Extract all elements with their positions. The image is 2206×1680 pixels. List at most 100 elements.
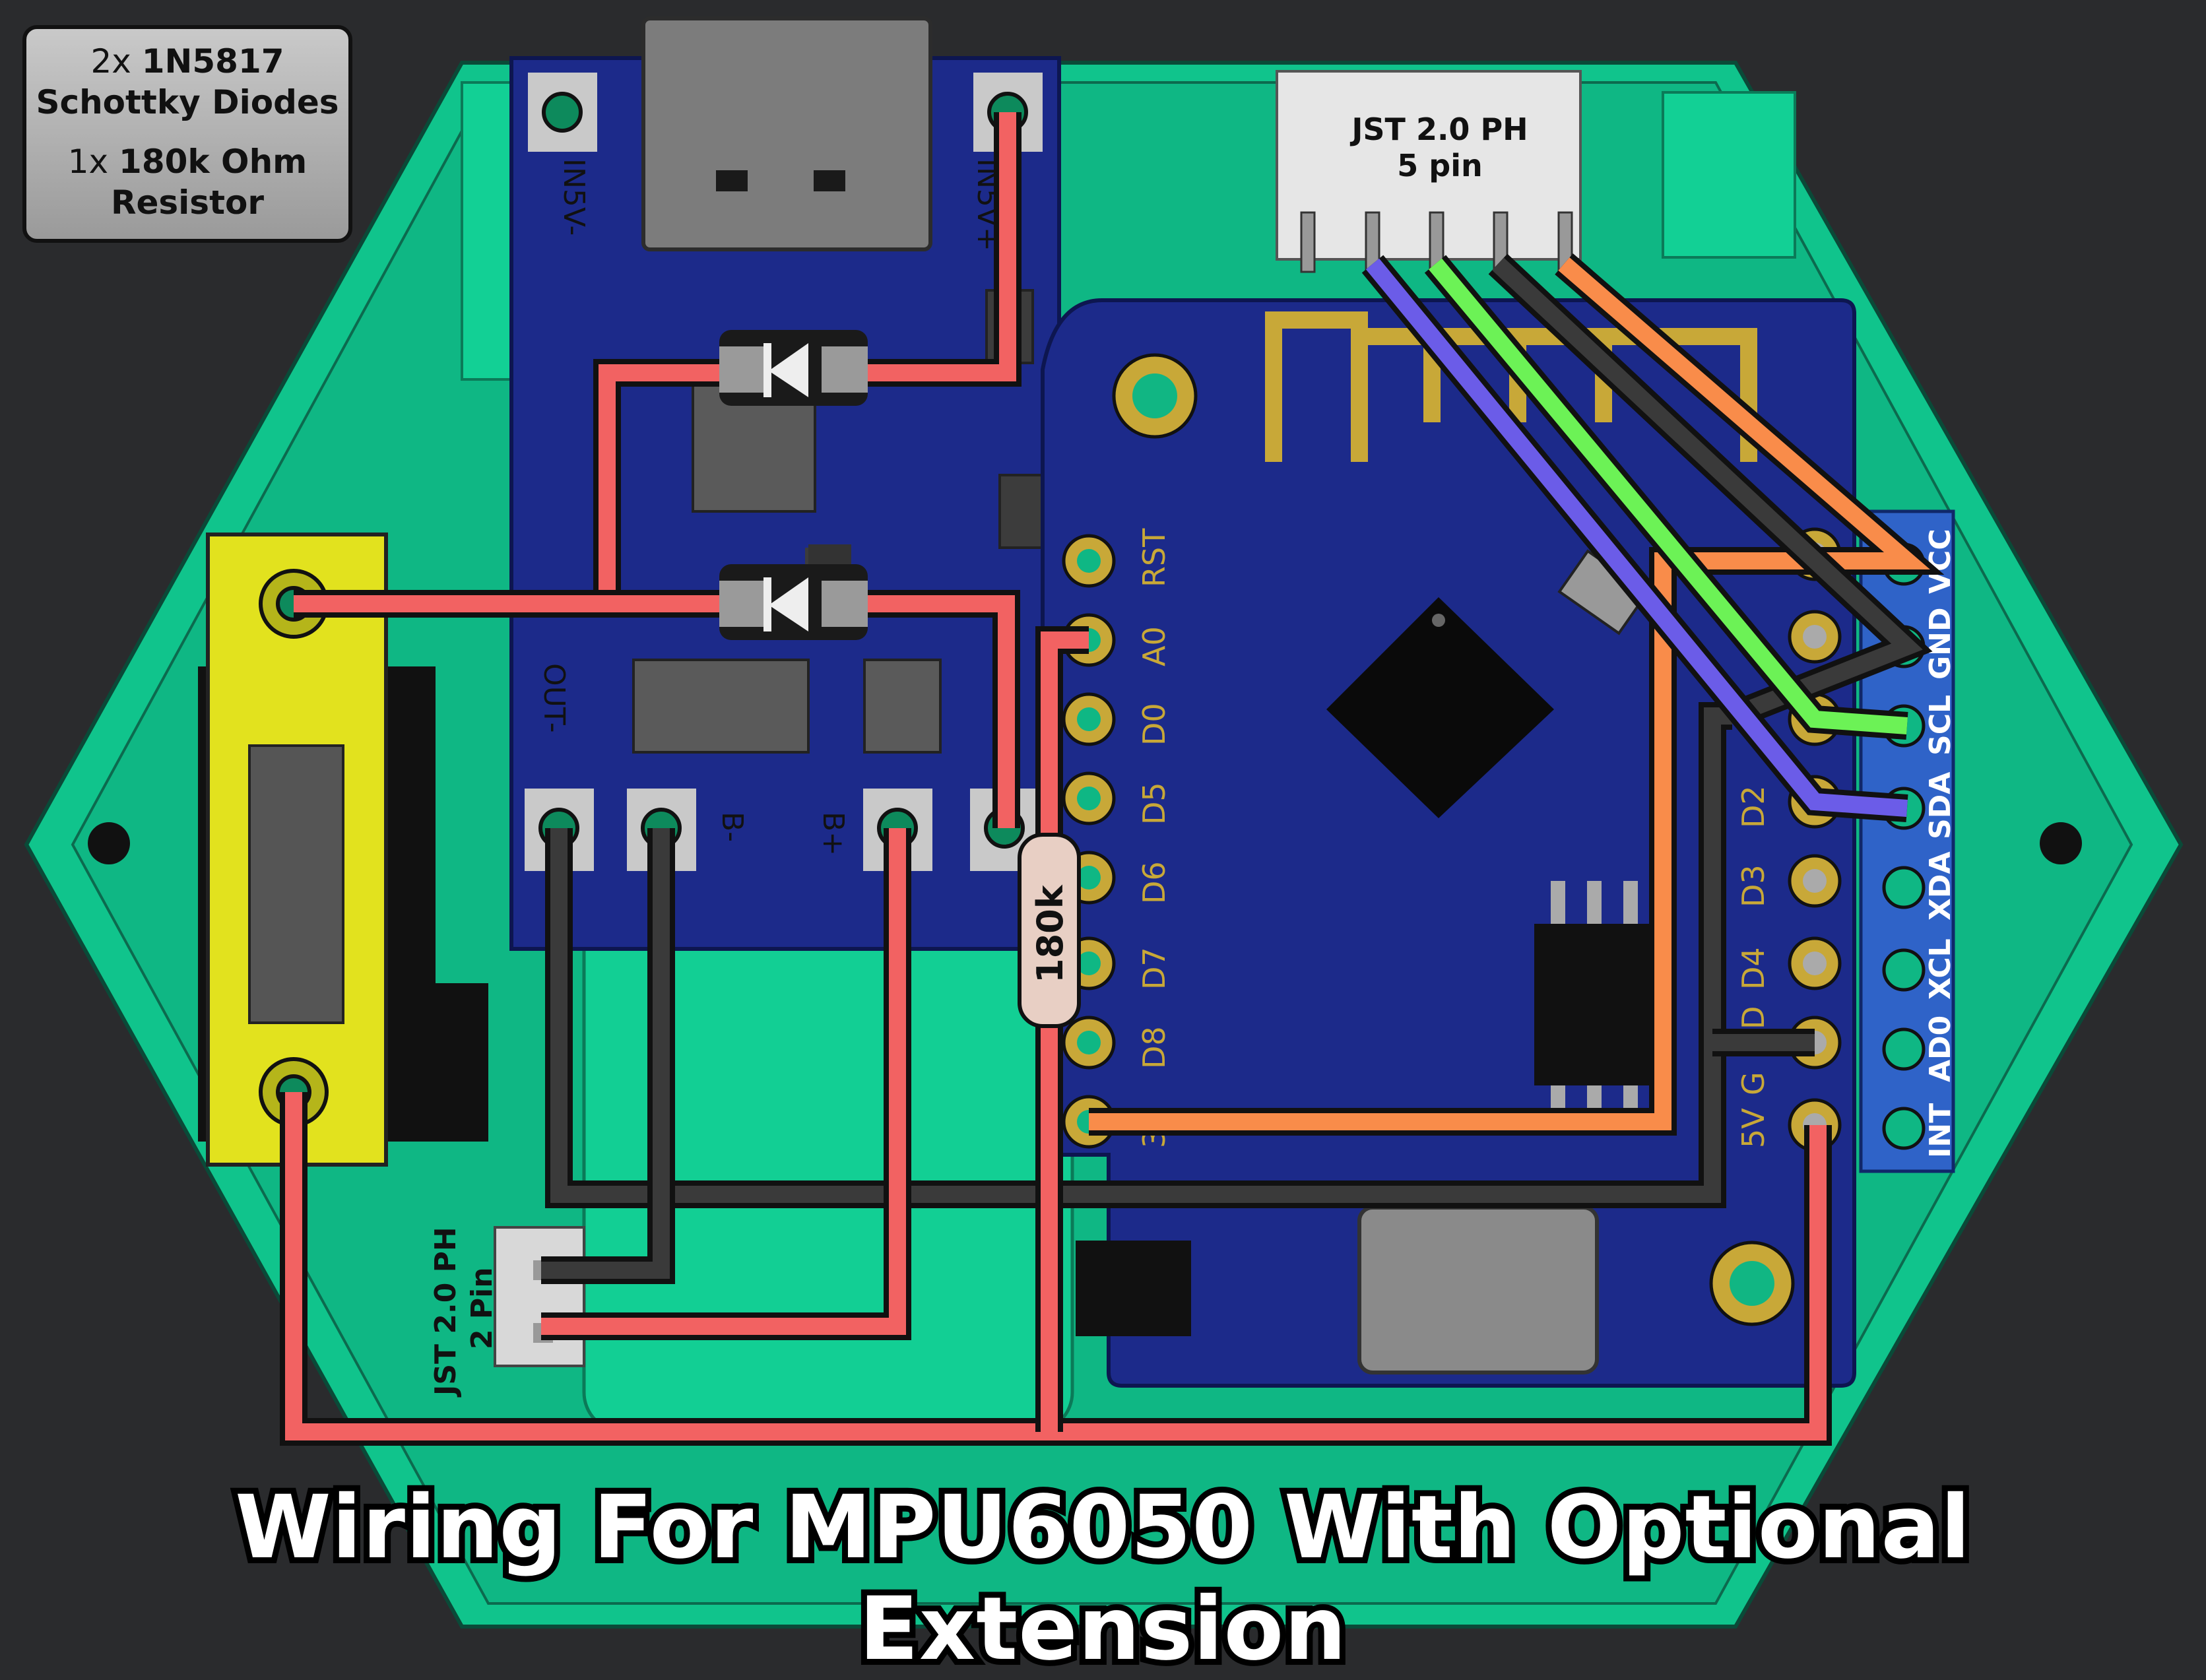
mount-hole-right	[2040, 822, 2082, 864]
red-wires	[280, 112, 1832, 1446]
parts-note: 2x 1N5817 Schottky Diodes 1x 180k Ohm Re…	[22, 25, 352, 243]
wire-red-a0-core	[1041, 631, 1089, 1432]
diode-1	[719, 330, 868, 406]
purple-wires	[1361, 255, 1908, 822]
diode-1-bar	[763, 343, 771, 397]
d1-mount-top-hole	[1132, 373, 1177, 418]
right-pin-label-3: D4	[1736, 947, 1771, 990]
esp-chip-dot	[1432, 614, 1445, 627]
jst5-label-2: 5 pin	[1397, 148, 1482, 183]
mpu-label-gnd: GND	[1924, 608, 1957, 680]
left-pin-label-7: D8	[1136, 1026, 1172, 1069]
right-pad-2-hole	[1803, 625, 1827, 649]
resistor-body	[1018, 833, 1081, 1028]
wire-red-d1-to-d2-core	[599, 364, 729, 604]
mount-hole-left	[88, 822, 130, 864]
resistor-label: 180k	[1029, 884, 1071, 983]
right-pad-6-hole	[1803, 952, 1827, 975]
wire-black-b-minus-core	[541, 828, 670, 1279]
left-pin-label-1: RST	[1136, 528, 1172, 587]
esp-chip	[1326, 597, 1554, 818]
wire-red-b-plus-core	[541, 828, 906, 1335]
mpu-pad-ad0	[1882, 1027, 1926, 1071]
charger-chip-2	[632, 659, 810, 754]
left-pin-label-5: D6	[1136, 861, 1172, 904]
wire-black-out-minus-core	[550, 707, 1732, 1203]
right-pin-label-2: D3	[1736, 864, 1771, 907]
wire-red-in-plus-core	[858, 112, 1016, 381]
diode-2-triangle	[769, 577, 808, 631]
mpu-pad-int	[1882, 1107, 1926, 1150]
left-pad-1-hole	[1077, 549, 1101, 573]
diode-1-lead-left	[719, 346, 765, 393]
note-diode-type: Schottky Diodes	[36, 83, 339, 121]
left-pad-7-hole	[1077, 1031, 1101, 1054]
wire-orange-3v3-core	[1089, 257, 1930, 1130]
right-pin-label-6: 5V	[1736, 1108, 1771, 1148]
wire-purple-sda-core	[1365, 258, 1908, 817]
switch-actuator	[248, 744, 344, 1024]
wire-red-d2-out-core	[858, 595, 1015, 828]
jst5-pin-1	[1300, 211, 1316, 273]
flash-pin-2	[1587, 881, 1602, 924]
left-pin-label-6: D7	[1136, 947, 1172, 990]
pad-in-minus-hole	[542, 92, 583, 133]
right-pin-label-1: D2	[1736, 785, 1771, 828]
charger-chip-5	[998, 474, 1047, 549]
pocket-top-left	[461, 81, 516, 381]
left-pin-label-2: A0	[1136, 626, 1172, 666]
label-b-minus: B-	[715, 812, 749, 842]
jst2-label-2: 2 Pin	[465, 1267, 499, 1349]
mpu-label-xda: XDA	[1924, 852, 1957, 921]
d1-mount-bottom-hole	[1730, 1261, 1774, 1306]
mpu-pad-xcl	[1882, 948, 1926, 992]
diode-2-bar	[763, 577, 771, 631]
wire-green-scl-core	[1429, 258, 1908, 734]
mpu-label-xcl: XCL	[1924, 938, 1957, 1000]
mpu-label-sda: SDA	[1924, 772, 1957, 839]
mpu-label-vcc: VCC	[1924, 529, 1957, 594]
diode-1-lead-right	[822, 346, 868, 393]
usb-slot-right	[814, 170, 845, 191]
note-qty-diodes: 2x	[90, 42, 131, 81]
usb-slot-left	[716, 170, 748, 191]
charger-usb-c	[641, 16, 932, 251]
left-pad-5-hole	[1077, 866, 1101, 889]
diagram-title: Wiring For MPU6050 With Optional Extensi…	[229, 1471, 1976, 1680]
label-b-plus: B+	[816, 812, 850, 856]
jst5-label-1: JST 2.0 PH	[1349, 112, 1528, 147]
label-in-minus: IN5V-	[557, 158, 591, 236]
flash-pin-1	[1551, 881, 1565, 924]
note-part-diodes: 1N5817	[141, 42, 284, 81]
diode-1-triangle	[769, 343, 808, 397]
right-pin-label-4: D	[1736, 1006, 1771, 1029]
note-resistor-type: Resistor	[111, 183, 264, 222]
left-pad-6-hole	[1077, 952, 1101, 975]
note-part-resistor: 180k Ohm	[119, 143, 308, 181]
diode-2-lead-left	[719, 581, 765, 627]
note-qty-resistor: 1x	[67, 143, 109, 181]
pocket-top-right	[1662, 91, 1796, 259]
note-line-2: Schottky Diodes	[26, 82, 348, 123]
right-pad-5-hole	[1803, 869, 1827, 893]
jst2-housing	[494, 1226, 585, 1367]
note-line-4: Resistor	[26, 182, 348, 223]
resistor-180k: 180k	[1018, 833, 1081, 1028]
label-out-minus: OUT-	[537, 663, 571, 733]
charger-chip-3	[863, 659, 942, 754]
wifi-antenna	[1265, 311, 1757, 462]
left-pin-label-3: D0	[1136, 703, 1172, 746]
mpu-label-ad0: AD0	[1924, 1016, 1957, 1082]
mpu-pad-xda	[1882, 866, 1926, 909]
switch-small-block	[426, 983, 488, 1142]
mpu-label-scl: SCL	[1924, 695, 1957, 756]
diode-2-lead-right	[822, 581, 868, 627]
note-line-3: 1x 180k Ohm	[26, 141, 348, 182]
left-pin-label-4: D5	[1136, 782, 1172, 825]
left-pad-3-hole	[1077, 707, 1101, 731]
right-pin-label-5: G	[1736, 1072, 1771, 1095]
left-pad-4-hole	[1077, 787, 1101, 810]
note-line-1: 2x 1N5817	[26, 41, 348, 82]
